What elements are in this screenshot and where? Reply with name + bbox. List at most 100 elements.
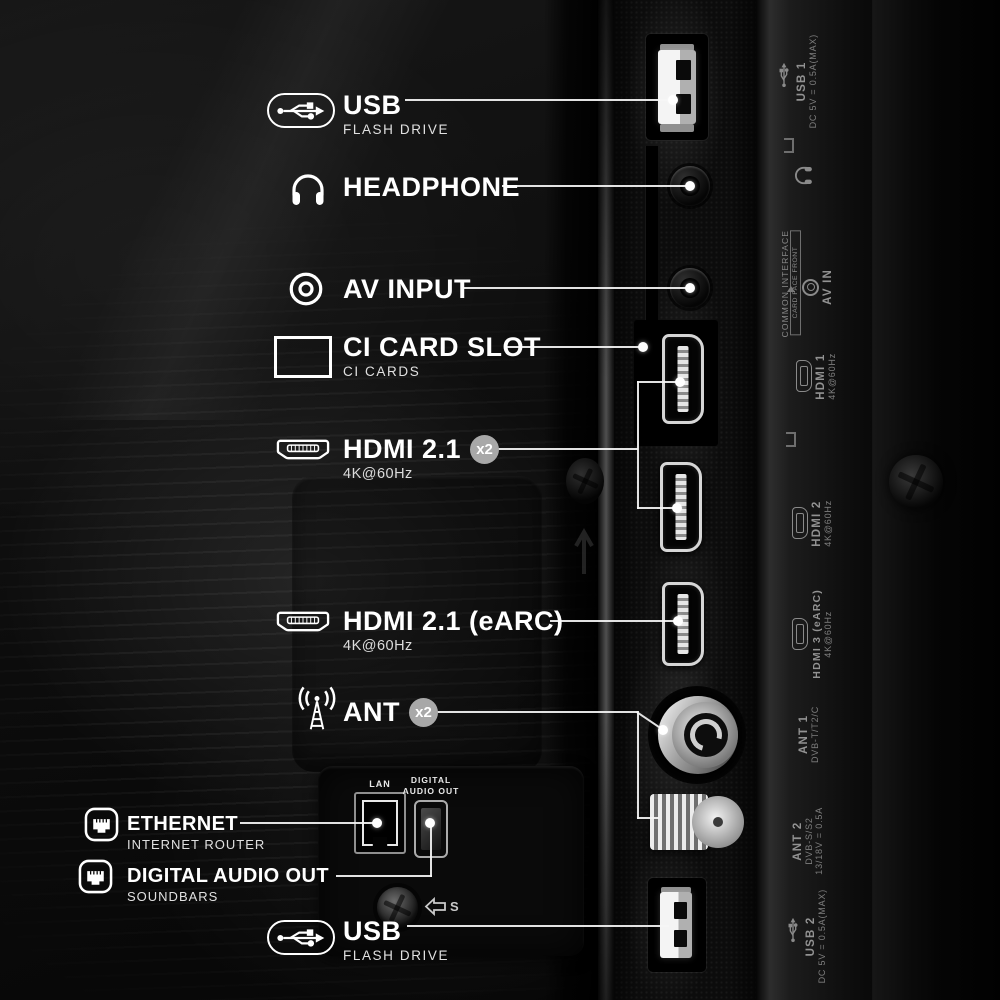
hdmi-icon <box>792 618 808 650</box>
callout-line <box>505 346 639 348</box>
callout-headphone: HEADPHONE <box>343 172 520 202</box>
callout-title: HDMI 2.1 <box>343 434 462 464</box>
av-input-icon <box>287 270 325 313</box>
ant2-connector-face <box>692 796 744 848</box>
callout-line <box>405 99 671 101</box>
callout-subtitle: FLASH DRIVE <box>343 122 450 137</box>
callout-line <box>637 711 639 819</box>
callout-line <box>488 448 638 450</box>
callout-dot <box>658 725 668 735</box>
callout-usb-top: USB FLASH DRIVE <box>343 90 449 137</box>
ci-card-slot-opening <box>645 146 658 332</box>
callout-title: HEADPHONE <box>343 172 521 202</box>
side-label-hdmi3: HDMI 3 (eARC) 4K@60Hz <box>792 582 833 686</box>
screw-outer-edge <box>889 455 943 509</box>
callout-subtitle: 4K@60Hz <box>343 638 413 654</box>
callout-dot <box>425 818 435 828</box>
tv-back-panel <box>0 0 614 1000</box>
back-panel-sheen <box>0 0 614 420</box>
usb-port-top <box>646 34 708 140</box>
lan-port-label: LAN <box>369 779 391 789</box>
usb-icon <box>267 920 335 955</box>
ci-card-icon <box>274 336 332 378</box>
callout-line <box>336 875 432 877</box>
callout-av-input: AV INPUT <box>343 274 471 304</box>
callout-line <box>637 507 674 509</box>
screw-back-panel <box>566 458 604 504</box>
callout-dot <box>638 342 648 352</box>
side-label-hdmi1: HDMI 1 4K@60Hz <box>796 330 837 422</box>
side-port-name: HDMI 1 <box>815 352 827 400</box>
side-label-ant1: ANT 1 DVB-T/T2/C <box>798 690 820 780</box>
callout-line <box>550 620 674 622</box>
callout-dot <box>372 818 382 828</box>
side-label-hdmi2: HDMI 2 4K@60Hz <box>792 476 833 570</box>
callout-dot <box>685 283 695 293</box>
side-port-name: HDMI 3 (eARC) <box>811 589 823 679</box>
callout-dot <box>675 377 685 387</box>
side-port-spec: DVB-T/T2/C <box>810 706 820 764</box>
callout-title: USB <box>343 916 402 946</box>
hdmi-icon <box>796 360 812 392</box>
group-bracket <box>784 138 794 153</box>
side-port-name: COMMON INTERFACE <box>780 230 790 338</box>
callout-title: ANT <box>343 697 400 727</box>
side-label-ant2: ANT 2 DVB-S/S2 13/18V = 0.5A <box>792 794 824 888</box>
av-in-icon <box>802 278 819 296</box>
x2-badge: x2 <box>409 697 438 727</box>
x2-badge: x2 <box>470 434 500 464</box>
side-port-name: ANT 1 <box>798 715 810 755</box>
callout-line <box>637 381 639 509</box>
side-label-usb1: USB 1 DC 5V = 0.5A(MAX) <box>779 16 818 146</box>
callout-hdmi-earc: HDMI 2.1 (eARC) 4K@60Hz <box>343 606 564 654</box>
callout-hdmi-x2: HDMI 2.1 x2 4K@60Hz <box>343 434 500 482</box>
screw-recess-panel <box>377 887 418 928</box>
hdmi-icon <box>275 436 331 468</box>
ant1-connector-bore <box>684 713 728 757</box>
callout-line <box>407 925 669 927</box>
side-port-note: CARD FACE FRONT <box>790 230 801 336</box>
hdmi-icon <box>275 608 331 640</box>
callout-dot <box>672 503 682 513</box>
callout-line <box>430 824 432 877</box>
callout-line <box>462 287 686 289</box>
headphone-icon <box>288 168 328 213</box>
headphone-icon <box>792 165 819 187</box>
callout-ant: ANT x2 <box>343 697 438 727</box>
group-bracket <box>786 432 796 447</box>
side-port-spec: 4K@60Hz <box>823 499 833 547</box>
side-port-spec: DC 5V = 0.5A(MAX) <box>817 888 827 984</box>
service-marker: S <box>450 899 459 914</box>
callout-title: ETHERNET <box>127 813 238 835</box>
hdmi-port-3 <box>662 582 704 666</box>
bezel-edge-highlight <box>598 0 616 1000</box>
usb-port-bottom <box>648 878 706 972</box>
embossed-up-arrow-icon <box>574 527 594 574</box>
side-label-common-interface: COMMON INTERFACE CARD FACE FRONT <box>780 230 801 338</box>
usb-icon <box>786 917 804 943</box>
ethernet-icon <box>84 807 119 847</box>
callout-line <box>240 822 374 824</box>
digital-audio-out-icon <box>78 859 113 899</box>
callout-digital-audio-out: DIGITAL AUDIO OUT SOUNDBARS <box>127 865 329 904</box>
side-port-spec: DC 5V = 0.5A(MAX) <box>808 33 818 129</box>
usb-icon <box>777 62 795 88</box>
antenna-icon <box>292 684 342 741</box>
side-port-spec: DVB-S/S2 <box>804 817 814 865</box>
callout-title: USB <box>343 90 402 120</box>
callout-subtitle: FLASH DRIVE <box>343 948 450 963</box>
side-port-name: ANT 2 <box>792 821 804 861</box>
callout-dot <box>668 95 678 105</box>
engraved-side-face <box>756 0 872 1000</box>
card-insert-arrow-icon <box>787 286 795 292</box>
side-label-usb2: USB 2 DC 5V = 0.5A(MAX) <box>788 880 827 992</box>
side-port-spec: 13/18V = 0.5A <box>814 807 824 875</box>
callout-line <box>637 381 677 383</box>
callout-ci-card-slot: CI CARD SLOT CI CARDS <box>343 332 541 379</box>
arrow-left-icon <box>424 897 446 916</box>
callout-title: DIGITAL AUDIO OUT <box>127 865 329 887</box>
callout-line <box>430 711 638 713</box>
side-port-name: USB 2 <box>805 916 817 956</box>
callout-title: CI CARD SLOT <box>343 332 541 362</box>
